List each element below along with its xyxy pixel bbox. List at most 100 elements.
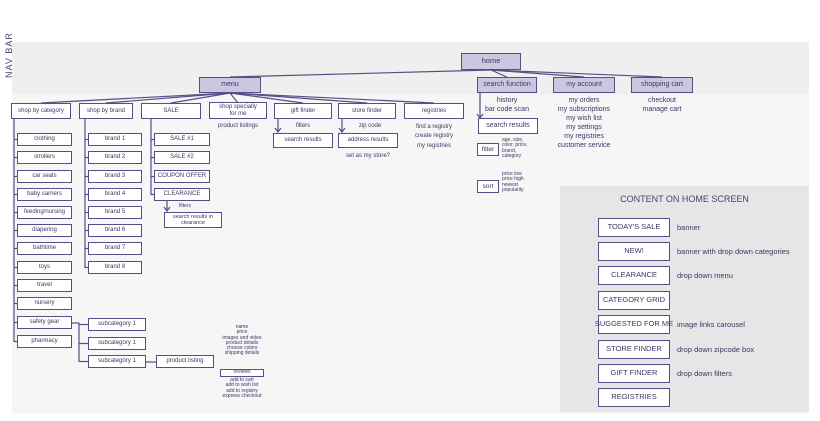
sale-item[interactable]: SALE #1 [154,133,210,146]
shop-by-category-node[interactable]: shop by category [11,103,71,119]
home-connector [490,69,508,78]
home-content-box[interactable]: TODAY'S SALE [598,218,670,237]
filter-option: category [502,152,522,159]
shopping-cart-node[interactable]: shopping cart [631,77,693,93]
menu-connector [229,92,435,104]
shop-specially-node[interactable]: shop specially for me [209,102,267,119]
sale-search-results-label: search results in clearance [172,213,214,226]
home-content-description: banner with drop down categories [677,247,790,256]
gift-finder-node[interactable]: gift finder [274,103,332,119]
search-items-list: history bar code scan [474,96,540,114]
brand-item[interactable]: brand 4 [88,188,142,201]
product-detail-line: name [235,324,249,330]
set-as-my-store[interactable]: set as my store? [345,153,390,159]
account-sub-item: my settings [566,124,602,132]
nav-bar-label: NAV BAR [4,32,14,78]
home-content-box[interactable]: CATEGORY GRID [598,291,670,310]
filter-options: age, size,color, price,brand,category [502,137,542,159]
brand-item[interactable]: brand 3 [88,170,142,183]
brand-item[interactable]: brand 7 [88,242,142,255]
filter-node[interactable]: filter [477,143,499,156]
account-sub-item: my orders [568,97,600,104]
category-item[interactable]: strollers [17,151,72,164]
search-function-node[interactable]: search function [477,77,537,93]
search-sub-item: history [496,97,518,104]
home-content-description: drop down zipcode box [677,345,755,354]
home-connector [229,69,492,78]
menu-node[interactable]: menu [199,77,261,93]
category-item[interactable]: nursery [17,297,72,310]
brand-item[interactable]: brand 5 [88,206,142,219]
sort-option: price low [502,171,522,177]
home-content-box[interactable]: CLEARANCE [598,266,670,285]
sale-item[interactable]: CLEARANCE [154,188,210,201]
brand-item[interactable]: brand 8 [88,261,142,274]
search-results-node[interactable]: search results [478,118,538,134]
menu-connector [170,92,231,104]
shop-specially-sub: product listings [217,123,259,129]
subcategory-item[interactable]: subcategory 1 [88,318,146,331]
category-item[interactable]: toys [17,261,72,274]
sort-option: popularity [502,186,524,193]
filter-options-list: age, size,color, price,brand,category [502,137,542,159]
category-item[interactable]: feeding/nursing [17,206,72,219]
category-item[interactable]: safety gear [17,316,72,329]
sale-search-results-node[interactable]: search results in clearance [164,212,222,228]
menu-connector [105,92,231,104]
subcategory-item[interactable]: subcategory 1 [88,337,146,350]
category-item[interactable]: travel [17,279,72,292]
search-sub-item: bar code scan [485,106,529,114]
sale-item[interactable]: COUPON OFFER [154,170,210,183]
home-connector [490,69,663,78]
shop-by-brand-node[interactable]: shop by brand [79,103,133,119]
registry-sub-item: find a registry [415,124,452,130]
store-finder-results-node[interactable]: address results [338,133,398,148]
category-item[interactable]: clothing [17,133,72,146]
category-item[interactable]: pharmacy [17,335,72,348]
subcategory-item[interactable]: subcategory 1 [88,355,146,368]
category-item[interactable]: baby carriers [17,188,72,201]
sale-item[interactable]: SALE #2 [154,151,210,164]
home-content-box[interactable]: NEW! [598,242,670,261]
home-content-description: banner [677,223,701,232]
menu-connector [229,92,304,104]
sort-option: price high [502,176,524,183]
brand-item[interactable]: brand 1 [88,133,142,146]
filter-option: brand, [502,147,517,154]
registries-node[interactable]: registries [404,103,464,119]
brand-item[interactable]: brand 2 [88,151,142,164]
category-item[interactable]: diapering [17,224,72,237]
product-detail-line: images and video [222,334,262,341]
sale-filters-label: filters [179,203,191,209]
account-sub-item: my registries [564,133,604,141]
filter-option: color, price, [502,142,528,149]
product-action-line: express checkout [222,392,262,399]
brand-item[interactable]: brand 6 [88,224,142,237]
my-account-node[interactable]: my account [553,77,615,93]
category-item[interactable]: car seats [17,170,72,183]
product-action-line: add to wish list [225,382,259,389]
home-content-box[interactable]: GIFT FINDER [598,364,670,383]
sort-node[interactable]: sort [477,180,499,193]
menu-connector [229,92,239,104]
home-content-box[interactable]: SUGGESTED FOR ME [595,315,673,334]
store-finder-zip: zip code [358,123,382,129]
product-listing-node[interactable]: product listing [156,355,214,368]
home-content-box[interactable]: REGISTRIES [598,388,670,407]
home-node[interactable]: home [461,53,521,70]
reviews-node[interactable]: reviews [220,369,264,377]
gift-finder-results-node[interactable]: search results [273,133,333,148]
category-item[interactable]: bathtime [17,242,72,255]
store-finder-node[interactable]: store finder [338,103,396,119]
product-detail-line: price [236,329,248,336]
home-content-box[interactable]: STORE FINDER [598,340,670,359]
sale-node[interactable]: SALE [141,103,201,119]
